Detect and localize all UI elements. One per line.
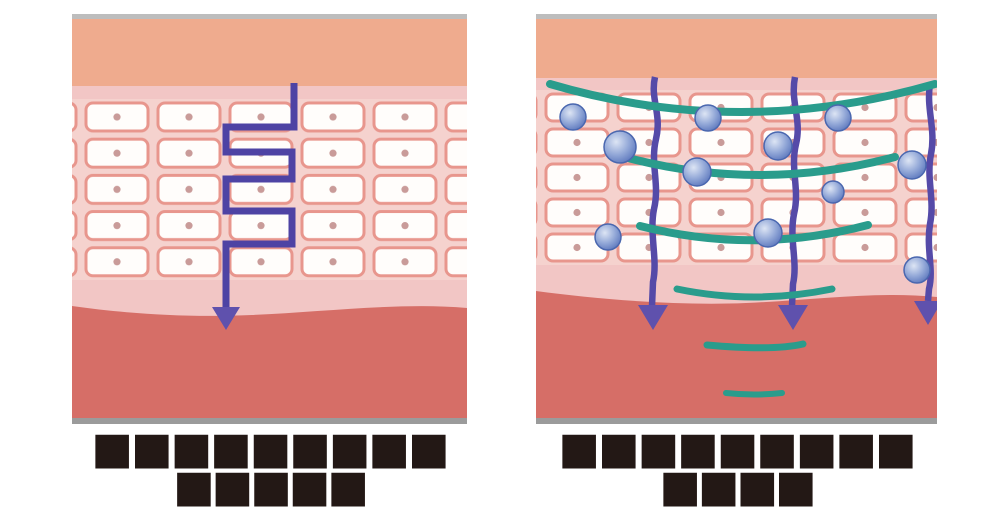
- diffusion-arc: [613, 151, 899, 179]
- wavy-arrow-shaft: [924, 83, 936, 302]
- upper-pink-band: [72, 86, 467, 99]
- capsule-particle: [559, 103, 587, 131]
- frame-bottom-bar: [536, 418, 937, 424]
- skin-layers: [72, 14, 467, 424]
- capsule-particle: [753, 218, 783, 248]
- diffusion-arc: [546, 80, 937, 116]
- arrowhead-icon: [212, 307, 240, 330]
- right-caption-line1: ■■■■■■■■■: [558, 423, 916, 474]
- capsule-particles: [559, 103, 931, 284]
- left-caption-line2: ■■■■■: [173, 461, 369, 512]
- capsule-particle: [682, 157, 712, 187]
- skin-surface-layer: [536, 19, 937, 78]
- left-skin-diagram-panel: [72, 14, 467, 424]
- capsule-particle: [897, 150, 927, 180]
- left-skin-illustration: [72, 14, 467, 424]
- arrowhead-icon: [914, 301, 937, 325]
- right-caption-line2: ■■■■: [659, 461, 816, 512]
- capsule-particle: [594, 223, 622, 251]
- diffusion-arc: [673, 285, 836, 301]
- straight-penetration-arrow: [212, 83, 298, 330]
- arrowhead-icon: [778, 305, 808, 330]
- capsule-particle: [824, 104, 852, 132]
- capsule-particle: [763, 131, 793, 161]
- arrowhead-icon: [638, 305, 668, 330]
- left-caption-line1: ■■■■■■■■■: [91, 423, 449, 474]
- dermis-layer: [72, 306, 467, 418]
- frame-top-bar: [72, 14, 467, 19]
- left-panel-caption: ■■■■■■■■■ ■■■■■: [72, 423, 467, 512]
- right-skin-diagram-panel: [536, 14, 937, 424]
- capsule-particle: [821, 180, 845, 204]
- skin-surface-layer: [72, 19, 467, 86]
- frame-bottom-bar: [72, 418, 467, 424]
- capsule-particle: [603, 130, 637, 164]
- capsule-particle: [694, 104, 722, 132]
- diffusion-dash: [723, 390, 785, 398]
- diffusion-dash: [703, 340, 807, 352]
- diffusion-arcs: [546, 80, 937, 398]
- dermis-layer: [536, 291, 937, 418]
- right-panel-caption: ■■■■■■■■■ ■■■■: [536, 423, 937, 512]
- wavy-arrowheads: [638, 301, 937, 330]
- right-skin-illustration: [536, 14, 937, 424]
- diffusion-arc: [636, 221, 872, 245]
- upper-pink-band: [536, 78, 937, 90]
- capsule-particle: [903, 256, 931, 284]
- skin-layers: [536, 14, 937, 424]
- frame-top-bar: [536, 14, 937, 19]
